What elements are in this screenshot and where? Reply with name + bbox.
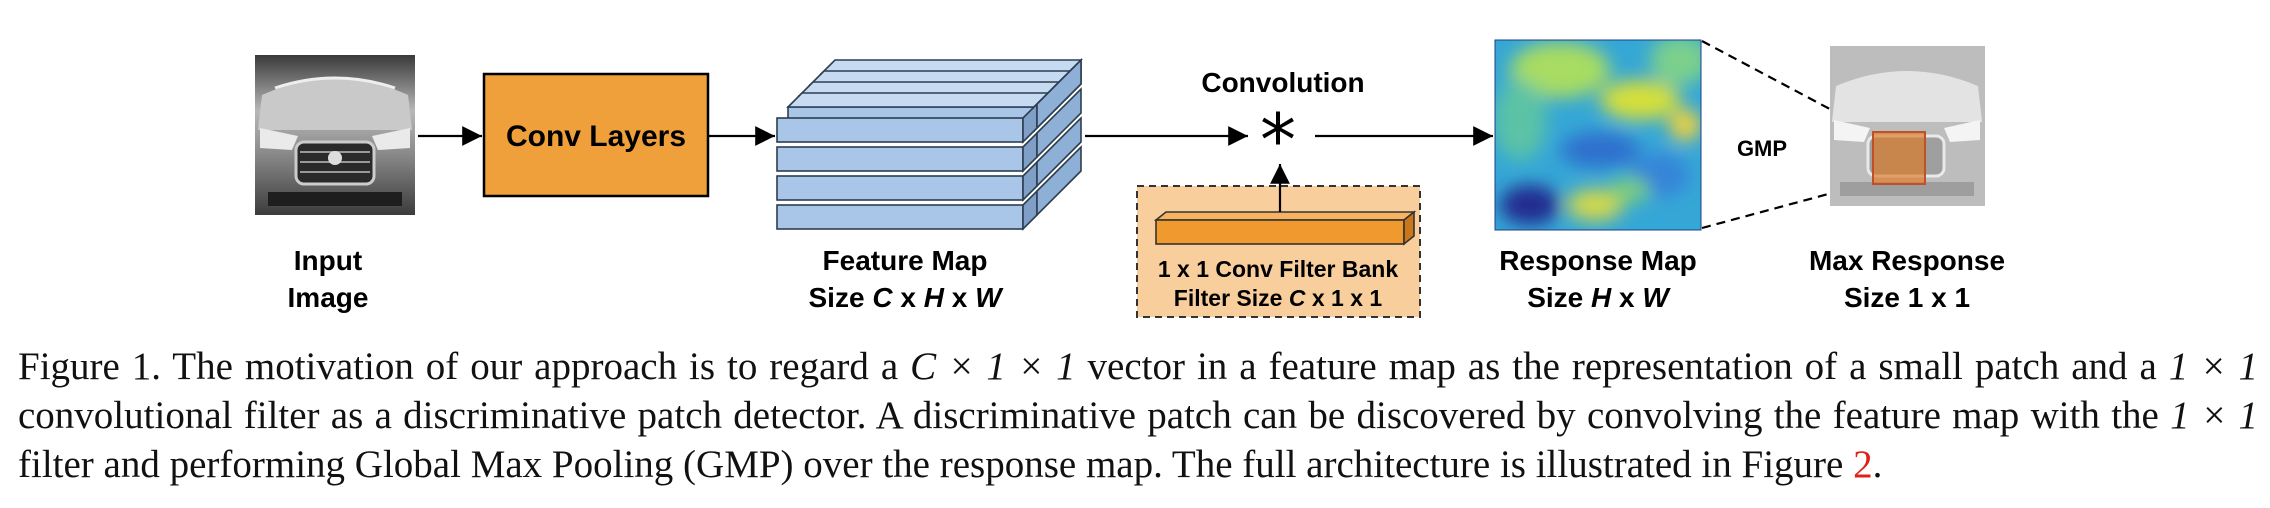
response-heatmap (1495, 40, 1701, 230)
filter-bank-box (1136, 185, 1421, 318)
filter-bank-label-line1: 1 x 1 Conv Filter Bank (1158, 256, 1399, 282)
feature-map-stack (776, 58, 1083, 231)
caption-figure-ref[interactable]: 2 (1853, 443, 1873, 486)
response-map-label-line2: Size H x W (1527, 282, 1671, 313)
gmp-label: GMP (1737, 136, 1787, 161)
caption-prefix: Figure 1. The motivation of our approach… (18, 345, 911, 388)
filter-bar (1153, 210, 1417, 246)
conv-layers-label: Conv Layers (506, 120, 686, 153)
conv-layers-box (482, 72, 710, 198)
caption-math-1: C × 1 × 1 (910, 345, 1076, 388)
input-car-image (255, 55, 415, 215)
caption-suffix: . (1872, 443, 1883, 486)
max-response-label-line2: Size 1 x 1 (1844, 282, 1970, 313)
feature-map-label-line2: Size C x H x W (809, 282, 1005, 313)
feature-map-label-line1: Feature Map (823, 245, 988, 276)
convolution-label: Convolution (1201, 67, 1364, 98)
max-response-patch (1872, 131, 1926, 185)
gmp-dashed-line-top (1701, 40, 1874, 133)
max-response-label-line1: Max Response (1809, 245, 2005, 276)
architecture-diagram: Input Image Conv Layers (255, 39, 2005, 318)
caption-mid-2: convolutional filter as a discriminative… (18, 394, 2171, 437)
input-label-line2: Image (288, 282, 369, 313)
response-map-label-line1: Response Map (1499, 245, 1697, 276)
caption-mid-1: vector in a feature map as the represent… (1075, 345, 2169, 388)
figure-caption: Figure 1. The motivation of our approach… (18, 342, 2258, 489)
caption-math-2: 1 × 1 (2168, 345, 2258, 388)
convolution-operator-icon: * (1260, 98, 1296, 182)
input-label-line1: Input (294, 245, 362, 276)
caption-mid-3: filter and performing Global Max Pooling… (18, 443, 1854, 486)
filter-bank-label-line2: Filter Size C x 1 x 1 (1174, 285, 1383, 311)
caption-math-3: 1 × 1 (2170, 394, 2258, 437)
